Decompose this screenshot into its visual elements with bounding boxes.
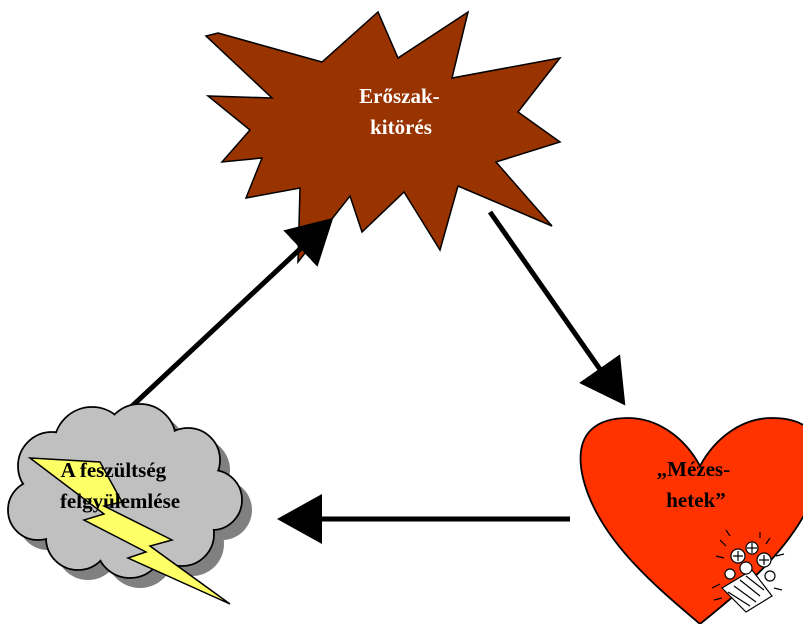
heart-label-line2: hetek”	[666, 488, 726, 512]
svg-text:A feszültség felgyülemlé: A feszültség felgyülemlése	[60, 458, 180, 513]
svg-text:Erőszak- kitörés: Erőszak- kitörés	[359, 84, 445, 139]
heart-label-line1: „Mézes-	[657, 457, 730, 481]
cloud-label-line2: felgyülemlése	[60, 489, 180, 513]
cloud-label-line1: A feszültség	[61, 458, 167, 482]
bouquet-icon	[711, 529, 785, 613]
explosion-node: Erőszak- kitörés	[204, 10, 562, 265]
heart-node: „Mézes- hetek”	[579, 417, 803, 624]
cloud-node: A feszültség felgyülemlése	[7, 403, 252, 605]
arrow-tension-to-outburst	[128, 217, 334, 410]
explosion-shape	[204, 10, 562, 265]
explosion-label-line1: Erőszak-	[359, 84, 440, 108]
arrow-outburst-to-honeymoon	[487, 210, 626, 406]
explosion-label-line2: kitörés	[370, 115, 432, 139]
lightning-bolt-icon	[27, 457, 231, 605]
svg-text:„Mézes- hetek”: „Mézes- hetek”	[657, 457, 736, 512]
